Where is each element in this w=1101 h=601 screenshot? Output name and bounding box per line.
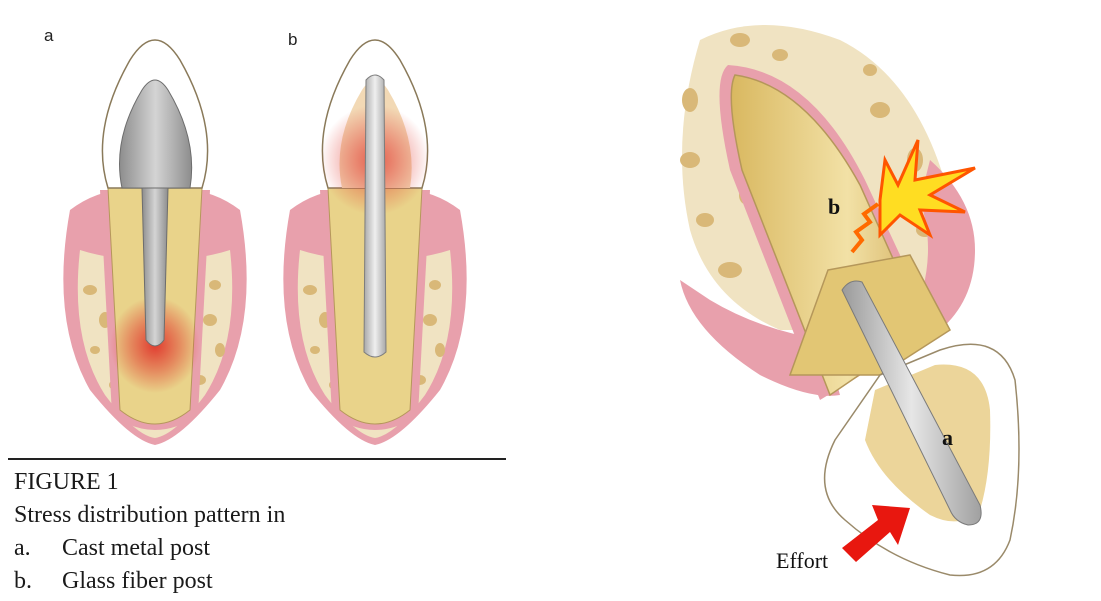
left-figure-panel: a b [0,0,520,601]
caption-title: FIGURE 1 [14,466,285,499]
caption-item-letter: b. [14,565,62,598]
effort-label: Effort [776,548,828,573]
figure-caption: FIGURE 1 Stress distribution pattern in … [14,466,285,598]
right-figure-panel: b a Effort [580,0,1101,601]
caption-item-text: Glass fiber post [62,568,213,594]
caption-divider [8,458,506,460]
caption-item-a: a.Cast metal post [14,532,285,565]
glass-fiber-post [364,75,386,357]
tooth-b-glass-fiber-post [270,20,480,450]
cast-metal-post [142,188,168,346]
label-b: b [828,194,840,219]
caption-item-text: Cast metal post [62,535,210,561]
caption-item-letter: a. [14,532,62,565]
post-fracture-diagram: b a Effort [580,0,1101,601]
caption-item-b: b.Glass fiber post [14,565,285,598]
caption-subtitle: Stress distribution pattern in [14,499,285,532]
label-a: a [942,425,953,450]
tooth-a-cast-metal-post [50,20,260,450]
